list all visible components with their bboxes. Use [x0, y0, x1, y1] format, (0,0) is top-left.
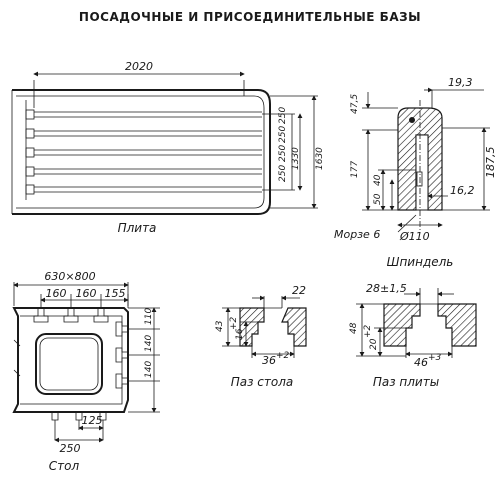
spindle-dim-187-5: 187,5	[484, 147, 497, 179]
table-slot-dim-36-tol: +2	[276, 351, 290, 361]
table-slot-dim-16: 16	[235, 328, 245, 340]
table-dim-110: 110	[144, 308, 154, 325]
table-slot-dim-43: 43	[215, 320, 225, 332]
spindle-caption: Шпиндель	[387, 255, 454, 269]
plate-slot-dim-46: 46	[414, 356, 428, 369]
plate-dim-1330: 1330	[291, 147, 301, 170]
spindle-view: 19,3 47,5 177 50 40 16,2 187,5 Морзе 6 Ø…	[334, 76, 497, 269]
plate-slot-dim-46-tol: +3	[428, 353, 442, 363]
table-side-slot-2	[115, 347, 128, 363]
plate-dim-1630: 1630	[315, 147, 325, 170]
table-dim-140-a: 140	[144, 335, 154, 352]
table-slot-caption: Паз стола	[231, 375, 294, 389]
table-side-slot-1	[115, 321, 128, 337]
spindle-diameter-label: Ø110	[399, 230, 430, 243]
plate-view: 2020 250 250 250 250 1330 1630 Плита	[11, 60, 325, 235]
table-top-slot-1	[33, 308, 49, 323]
spindle-dim-50: 50	[373, 193, 383, 205]
plate-slot-3	[25, 147, 262, 158]
table-dim-155: 155	[105, 287, 126, 300]
plate-dim-slot-2: 250	[278, 145, 288, 162]
table-caption: Стол	[49, 459, 80, 473]
table-side-slot-3	[115, 373, 128, 389]
spindle-dim-47-5: 47,5	[350, 94, 360, 114]
plate-slot-2	[25, 128, 262, 139]
plate-slot-dim-20-tol: +2	[363, 324, 373, 338]
table-dim-250: 250	[60, 442, 81, 455]
plate-slot-4	[25, 166, 262, 177]
plate-slot-1	[25, 109, 262, 120]
spindle-taper-label: Морзе 6	[334, 228, 380, 241]
table-slot-dim-16-tol: +2	[229, 316, 239, 330]
spindle-dim-40: 40	[373, 174, 383, 186]
plate-slot-caption: Паз плиты	[373, 375, 439, 389]
table-dim-160-b: 160	[76, 287, 97, 300]
table-dim-140-b: 140	[144, 361, 154, 378]
plate-dim-slot-3: 250	[278, 126, 288, 143]
plate-slot-dim-28: 28±1,5	[366, 282, 407, 295]
plate-dim-slot-4: 250	[278, 107, 288, 124]
table-size-label: 630×800	[44, 270, 95, 283]
spindle-dim-16-2: 16,2	[450, 184, 475, 197]
plate-caption: Плита	[118, 221, 157, 235]
table-top-slot-2	[63, 308, 79, 323]
plate-slot-5	[25, 184, 262, 195]
table-slot-dim-22: 22	[292, 284, 306, 297]
plate-slot-dim-48: 48	[349, 322, 359, 334]
page-title: ПОСАДОЧНЫЕ И ПРИСОЕДИНИТЕЛЬНЫЕ БАЗЫ	[79, 10, 421, 24]
table-slot-dim-36: 36	[262, 354, 276, 367]
plate-slot-dim-20: 20	[369, 338, 379, 350]
spindle-dim-177: 177	[350, 161, 360, 178]
table-top-slot-3	[93, 308, 109, 323]
plate-dim-slot-1: 250	[278, 165, 288, 182]
plate-dim-length: 2020	[125, 60, 153, 73]
table-dim-160-a: 160	[46, 287, 67, 300]
spindle-dim-19-3: 19,3	[448, 76, 473, 89]
plate-slot-view: 28±1,5 48 20 +2 46 +3 Паз плиты	[349, 282, 477, 389]
table-slot-view: 22 43 16 +2 36 +2 Паз стола	[215, 284, 307, 389]
table-bottom-slot-1	[51, 412, 59, 421]
table-view: 630×800 160 160 155 110 140 140 125 250 …	[12, 270, 160, 473]
table-dim-125: 125	[82, 414, 103, 427]
